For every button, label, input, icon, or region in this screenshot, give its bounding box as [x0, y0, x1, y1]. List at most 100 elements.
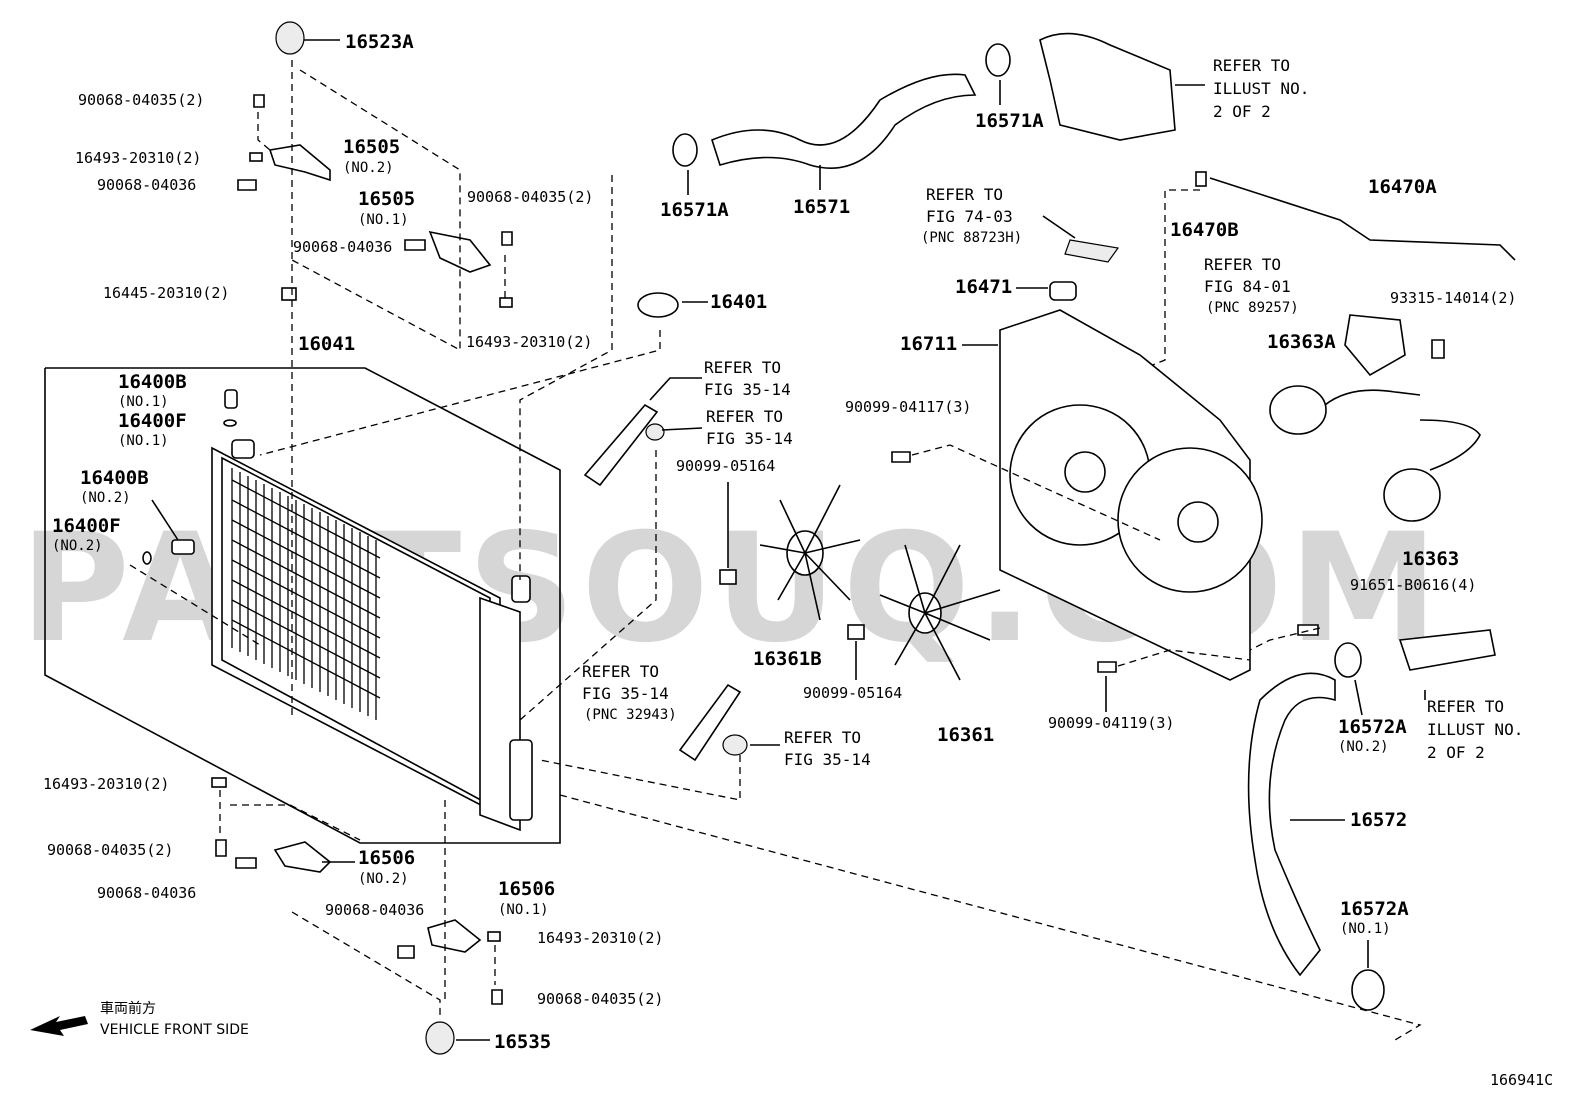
svg-text:FIG 35-14: FIG 35-14: [704, 380, 791, 399]
label-plate-88723h: [1042, 215, 1120, 263]
upper-hose-16571: [711, 73, 977, 190]
label-16041: 16041: [298, 333, 355, 355]
bolt-91651: [1249, 624, 1321, 651]
radiator-cap-16401: [637, 292, 708, 318]
radiator-assembly-box: [44, 367, 561, 844]
rubber-cushion-16535: [425, 1021, 490, 1055]
label-16400B-no2: 16400B: [80, 467, 149, 489]
svg-text:FIG 74-03: FIG 74-03: [926, 207, 1013, 226]
o-ring-16400f-no2: [129, 551, 261, 646]
label-16572A-no2: 16572A: [1338, 716, 1407, 738]
figure-code: 166941C: [1490, 1071, 1553, 1089]
label-91651-B0616: 91651-B0616(4): [1350, 576, 1476, 594]
label-16572: 16572: [1350, 809, 1407, 831]
nut-90099-05164-a: [719, 482, 737, 585]
label-16400B-no1: 16400B: [118, 371, 187, 393]
label-16400F-no1-sub: (NO.1): [118, 433, 169, 449]
label-90068-04036-b: 90068-04036: [293, 238, 392, 256]
fan-16361b: [759, 484, 861, 621]
label-90068-04035-b: 90068-04035(2): [467, 188, 593, 206]
svg-text:(PNC 88723H): (PNC 88723H): [921, 230, 1022, 246]
bolt-90068-04036-b: [404, 239, 426, 251]
svg-text:REFER TO: REFER TO: [784, 728, 861, 747]
svg-text:REFER TO: REFER TO: [926, 185, 1003, 204]
svg-text:ILLUST NO.: ILLUST NO.: [1427, 720, 1523, 739]
label-16363: 16363: [1402, 548, 1459, 570]
label-refer-illust-top: REFER TO ILLUST NO. 2 OF 2: [1213, 56, 1309, 121]
fan-motor-16363: [1383, 419, 1481, 522]
svg-text:FIG 35-14: FIG 35-14: [784, 750, 871, 769]
label-90068-04036-d: 90068-04036: [325, 901, 424, 919]
label-93315-14014: 93315-14014(2): [1390, 289, 1516, 307]
drain-plug-16400b-no2: [151, 499, 195, 555]
label-90068-04035-c: 90068-04035(2): [47, 841, 173, 859]
label-refer-fig-35-14-c: REFER TO FIG 35-14: [784, 728, 871, 769]
bolt-90068-04036-a: [237, 179, 257, 191]
label-16523A: 16523A: [345, 31, 414, 53]
direction-label-jp: 車両前方: [100, 1000, 156, 1017]
bolt-90099-04117: [891, 444, 1161, 541]
label-16571: 16571: [793, 196, 850, 218]
label-16400F-no2: 16400F: [52, 515, 121, 537]
water-outlet: [1039, 32, 1205, 141]
cap-16471: [1016, 281, 1077, 301]
nut-90099-05164-b: [847, 624, 865, 680]
label-16571A-left: 16571A: [660, 199, 729, 221]
label-16363A: 16363A: [1267, 331, 1336, 353]
label-16506-no1: 16506: [498, 878, 555, 900]
fan-motor-16363a: [1269, 385, 1421, 435]
bolt-90068-04035-c: [215, 839, 227, 857]
label-16493-20310-c: 16493-20310(2): [43, 775, 169, 793]
label-16505-no1-sub: (NO.1): [358, 212, 409, 228]
lower-hose-16572: [1247, 672, 1345, 977]
reservoir-hose-16470a: [1209, 177, 1516, 261]
bolt-90099-04119: [1097, 649, 1251, 712]
hose-clamp-16572a-no1: [559, 794, 1422, 1041]
svg-text:FIG 84-01: FIG 84-01: [1204, 277, 1291, 296]
label-refer-illust-right: REFER TO ILLUST NO. 2 OF 2: [1427, 697, 1523, 762]
clip-16493-d: [487, 931, 501, 942]
svg-text:(PNC 89257): (PNC 89257): [1206, 300, 1299, 316]
front-direction-arrow-icon: [30, 1016, 88, 1036]
bypass-hose-a: [519, 377, 703, 721]
bolt-90068-04036-d: [397, 945, 415, 959]
label-16505-no2: 16505: [343, 136, 400, 158]
label-90068-04036-a: 90068-04036: [97, 176, 196, 194]
clip-16493-c: [211, 777, 227, 788]
label-90068-04035-a: 90068-04035(2): [78, 91, 204, 109]
label-16571A-right: 16571A: [975, 110, 1044, 132]
svg-text:(PNC 32943): (PNC 32943): [584, 707, 677, 723]
bracket-16506-no1: [427, 919, 482, 953]
bracket-16506-no2: [273, 841, 355, 873]
fan-shroud-16711: [962, 309, 1263, 681]
o-ring-16400f-no1: [223, 419, 237, 427]
svg-text:2 OF 2: 2 OF 2: [1427, 743, 1485, 762]
label-16401: 16401: [710, 291, 767, 313]
drain-plug-16400b-no1: [224, 389, 238, 409]
label-16711: 16711: [900, 333, 957, 355]
svg-text:FIG 35-14: FIG 35-14: [582, 684, 669, 703]
label-16361B: 16361B: [753, 648, 822, 670]
label-16445-20310: 16445-20310(2): [103, 284, 229, 302]
radiator-core: [211, 439, 533, 832]
label-16470A: 16470A: [1368, 176, 1437, 198]
label-16361: 16361: [937, 724, 994, 746]
label-16505-no2-sub: (NO.2): [343, 160, 394, 176]
clip-16493-b: [499, 297, 513, 308]
label-90099-05164-a: 90099-05164: [676, 457, 775, 475]
clip-16470b: [1139, 171, 1207, 371]
label-16506-no1-sub: (NO.1): [498, 902, 549, 918]
label-90099-05164-b: 90099-05164: [803, 684, 902, 702]
label-16493-20310-b: 16493-20310(2): [466, 333, 592, 351]
label-refer-fig-35-14-a: REFER TO FIG 35-14: [704, 358, 791, 399]
bypass-hose-b: [539, 683, 780, 801]
svg-text:2 OF 2: 2 OF 2: [1213, 102, 1271, 121]
svg-text:REFER TO: REFER TO: [582, 662, 659, 681]
label-16493-20310-a: 16493-20310(2): [75, 149, 201, 167]
hose-clamp-16571a-right: [985, 43, 1011, 105]
label-90068-04035-d: 90068-04035(2): [537, 990, 663, 1008]
label-16471: 16471: [955, 276, 1012, 298]
svg-text:REFER TO: REFER TO: [704, 358, 781, 377]
svg-text:FIG 35-14: FIG 35-14: [706, 429, 793, 448]
